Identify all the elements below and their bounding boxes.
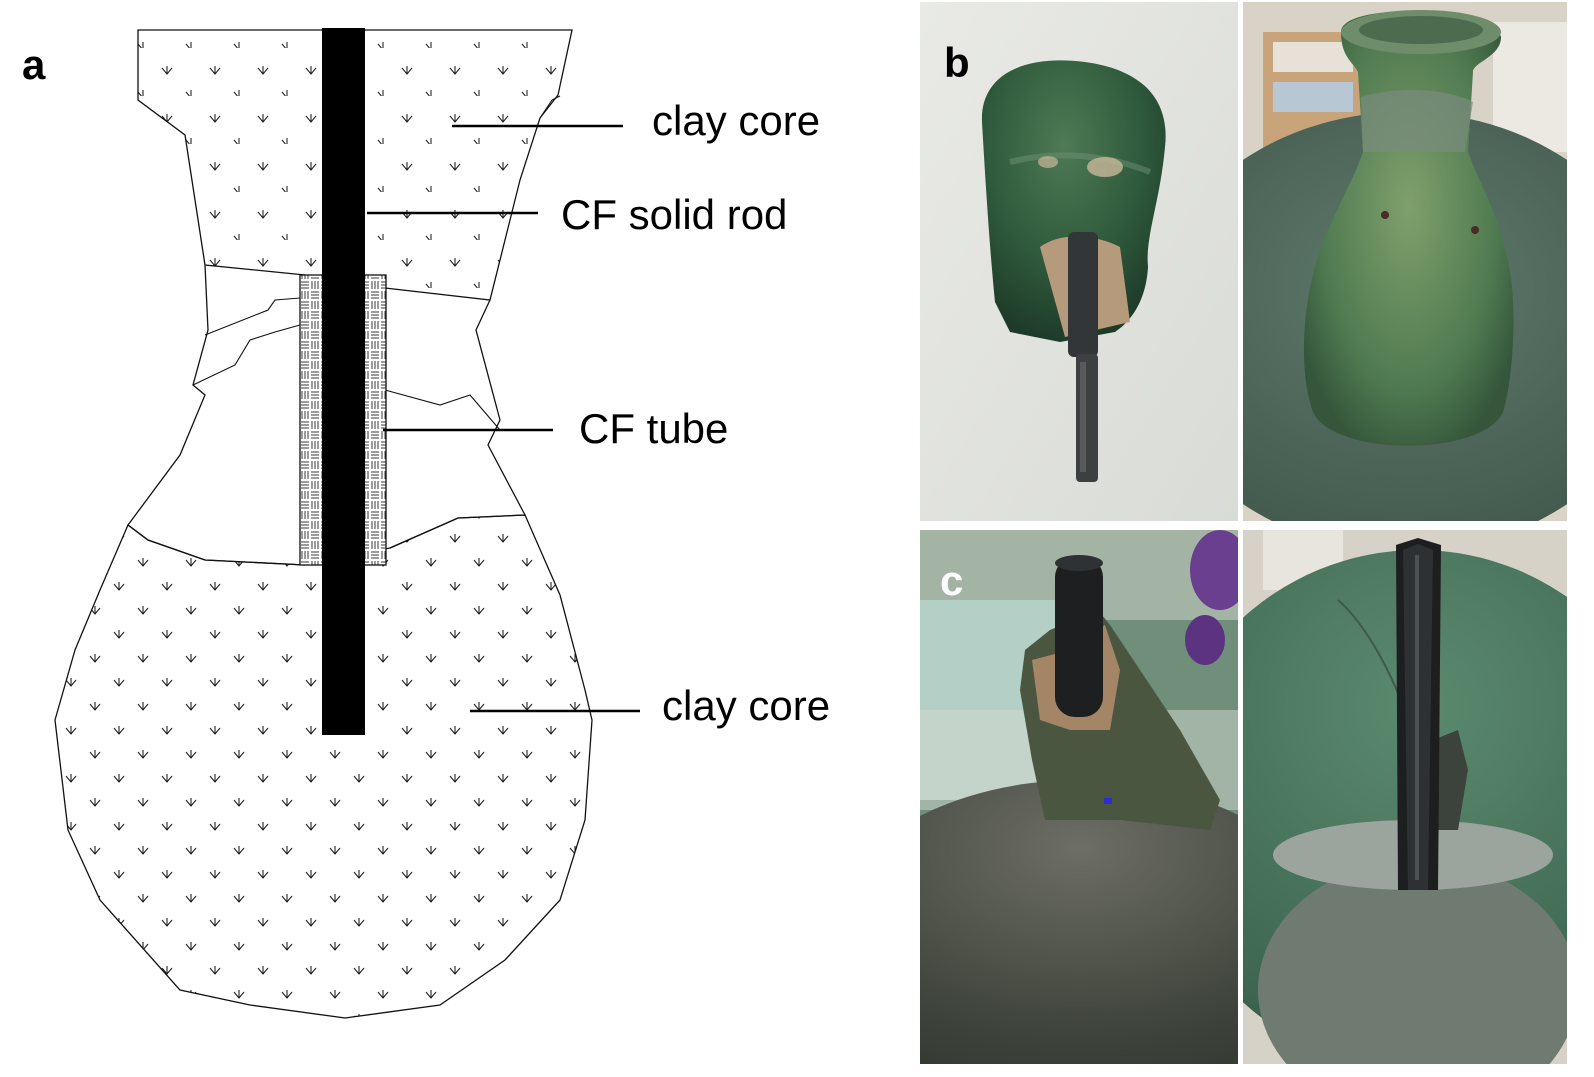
panel-b-letter: b: [944, 39, 970, 86]
cf-solid-rod: [322, 28, 365, 735]
label-clay-core-top: clay core: [652, 97, 821, 144]
vessel-cross-section-diagram: [54, 28, 640, 1019]
label-cf-tube: CF tube: [579, 405, 729, 452]
panel-c-letter: c: [940, 557, 964, 604]
label-clay-core-bottom: clay core: [662, 682, 831, 729]
label-cf-solid-rod: CF solid rod: [561, 191, 788, 238]
photo-b-right: [1243, 2, 1567, 521]
photo-b-left: [920, 2, 1238, 521]
panel-a: a clay core CF solid rod CF tube clay co…: [22, 28, 831, 1019]
fracture-line: [539, 95, 561, 119]
fracture-line: [192, 297, 501, 431]
photo-c-right: [1243, 530, 1567, 1064]
panel-a-letter: a: [22, 41, 46, 88]
photo-c-left: [920, 530, 1238, 1064]
